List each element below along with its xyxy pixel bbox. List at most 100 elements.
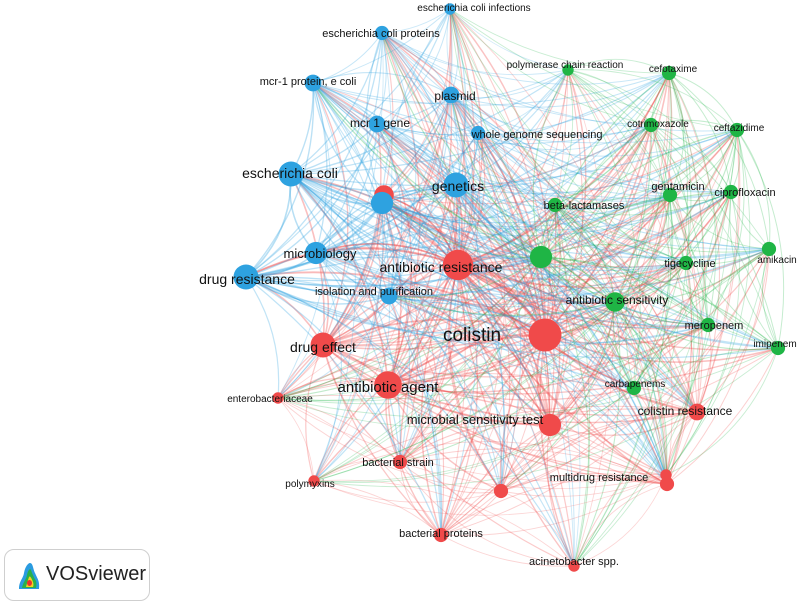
edge-acinetobacter-spp-gentamicin <box>573 194 673 567</box>
label-multidrug-resistance[interactable]: multidrug resistance <box>550 472 648 484</box>
node-cefotaxime[interactable] <box>661 65 677 81</box>
label-antibiotic-agent[interactable]: antibiotic agent <box>338 379 440 396</box>
label-cotrimoxazole[interactable]: cotrimoxazole <box>627 119 689 130</box>
edge-genetics-carbapenems <box>455 184 635 389</box>
edge-genetics-cotrimoxazole <box>455 124 652 188</box>
node-antibiotic-agent[interactable] <box>374 371 402 399</box>
edge-drug-effect-unlabeled-green-a <box>322 256 542 346</box>
label-mcr-1-protein[interactable]: mcr-1 protein, e coli <box>260 76 357 88</box>
label-antibiotic-resistance[interactable]: antibiotic resistance <box>380 259 503 275</box>
label-ciprofloxacin[interactable]: ciprofloxacin <box>714 187 775 199</box>
node-microbiology[interactable] <box>304 241 328 265</box>
label-escherichia-coli-proteins[interactable]: escherichia coli proteins <box>322 28 440 40</box>
label-colistin[interactable]: colistin <box>443 325 501 346</box>
edge-colistin-resistance-polymyxins <box>313 405 698 482</box>
label-bacterial-proteins[interactable]: bacterial proteins <box>399 528 483 540</box>
vosviewer-logo: VOSviewer <box>4 549 150 601</box>
label-polymerase-chain-reaction[interactable]: polymerase chain reaction <box>507 60 624 71</box>
node-bacterial-strain[interactable] <box>392 454 408 470</box>
label-bacterial-strain[interactable]: bacterial strain <box>362 457 434 469</box>
edge-polymyxins-escherichia-coli-infections <box>313 8 451 482</box>
node-bacterial-proteins[interactable] <box>433 527 449 543</box>
node-genetics[interactable] <box>443 172 469 198</box>
edge-colistin-resistance-unlabeled-red-b <box>383 194 698 413</box>
label-plasmid[interactable]: plasmid <box>434 89 475 103</box>
edge-escherichia-coli-proteins-unlabeled-blue-a <box>366 32 383 204</box>
edge-unlabeled-blue-a-meropenem <box>381 202 709 326</box>
node-imipenem[interactable] <box>770 340 786 356</box>
node-meropenem[interactable] <box>700 317 716 333</box>
label-polymyxins[interactable]: polymyxins <box>285 479 334 490</box>
label-cefotaxime[interactable]: cefotaxime <box>649 64 698 75</box>
label-gentamicin[interactable]: gentamicin <box>651 181 704 193</box>
node-amikacin[interactable] <box>761 241 777 257</box>
node-colistin[interactable] <box>528 318 562 352</box>
node-carbapenems[interactable] <box>626 380 642 396</box>
node-polymyxins[interactable] <box>308 475 320 487</box>
label-beta-lactamases[interactable]: beta-lactamases <box>544 200 625 212</box>
label-meropenem[interactable]: meropenem <box>685 320 744 332</box>
label-tigecycline[interactable]: tigecycline <box>664 258 715 270</box>
edge-imipenem-unlabeled-green-a <box>540 256 779 349</box>
node-tigecycline[interactable] <box>678 255 694 271</box>
node-escherichia-coli[interactable] <box>278 161 304 187</box>
edge-bacterial-proteins-escherichia-coli <box>290 173 442 536</box>
label-microbiology[interactable]: microbiology <box>284 246 357 261</box>
label-microbial-sensitivity-test[interactable]: microbial sensitivity test <box>407 412 544 427</box>
node-beta-lactamases[interactable] <box>547 197 563 213</box>
edge-amikacin-ceftazidime <box>736 129 771 250</box>
edge-bacterial-proteins-drug-resistance <box>245 276 442 536</box>
label-antibiotic-sensitivity[interactable]: antibiotic sensitivity <box>566 293 669 307</box>
label-acinetobacter-spp[interactable]: acinetobacter spp. <box>529 556 619 568</box>
label-ceftazidime[interactable]: ceftazidime <box>714 123 765 134</box>
node-ceftazidime[interactable] <box>729 122 745 138</box>
node-enterobacteriaceae[interactable] <box>272 392 284 404</box>
node-mcr-1-gene[interactable] <box>368 115 386 133</box>
edge-drug-resistance-meropenem <box>245 276 709 347</box>
label-drug-resistance[interactable]: drug resistance <box>199 271 295 287</box>
node-antibiotic-sensitivity[interactable] <box>605 292 625 312</box>
label-carbapenems[interactable]: carbapenems <box>605 379 666 390</box>
label-drug-effect[interactable]: drug effect <box>290 339 356 355</box>
node-mcr-1-protein[interactable] <box>304 74 322 92</box>
node-unlabeled-blue-a[interactable] <box>370 191 394 215</box>
node-acinetobacter-spp[interactable] <box>568 560 580 572</box>
label-mcr-1-gene[interactable]: mcr 1 gene <box>350 116 410 130</box>
node-cotrimoxazole[interactable] <box>643 117 659 133</box>
edge-whole-genome-sequencing-amikacin <box>477 132 770 250</box>
node-microbial-sensitivity-test[interactable] <box>538 413 562 437</box>
node-unlabeled-red-d[interactable] <box>660 469 672 481</box>
node-unlabeled-red-c[interactable] <box>493 483 509 499</box>
label-whole-genome-sequencing[interactable]: whole genome sequencing <box>471 129 603 141</box>
edge-antibiotic-resistance-plasmid <box>450 94 475 266</box>
node-ciprofloxacin[interactable] <box>723 184 739 200</box>
node-escherichia-coli-proteins[interactable] <box>374 25 390 41</box>
node-colistin-resistance[interactable] <box>688 403 706 421</box>
node-drug-resistance[interactable] <box>233 264 259 290</box>
node-isolation-and-purification[interactable] <box>380 287 398 305</box>
label-escherichia-coli-infections[interactable]: escherichia coli infections <box>417 3 530 14</box>
node-whole-genome-sequencing[interactable] <box>470 125 486 141</box>
node-gentamicin[interactable] <box>662 187 678 203</box>
label-enterobacteriaceae[interactable]: enterobacteriaceae <box>227 394 313 405</box>
edge-antibiotic-resistance-drug-resistance <box>245 247 459 278</box>
node-drug-effect[interactable] <box>310 332 336 358</box>
edge-antibiotic-resistance-bacterial-strain <box>399 264 459 463</box>
node-unlabeled-green-a[interactable] <box>529 245 553 269</box>
label-escherichia-coli[interactable]: escherichia coli <box>242 165 338 181</box>
node-escherichia-coli-infections[interactable] <box>444 3 456 15</box>
label-imipenem[interactable]: imipenem <box>753 339 796 350</box>
node-plasmid[interactable] <box>442 86 460 104</box>
label-colistin-resistance[interactable]: colistin resistance <box>638 404 733 418</box>
edge-microbiology-amikacin <box>315 248 770 297</box>
edge-escherichia-coli-proteins-cefotaxime <box>381 32 670 85</box>
label-genetics[interactable]: genetics <box>432 178 484 194</box>
node-multidrug-resistance[interactable] <box>659 476 675 492</box>
node-polymerase-chain-reaction[interactable] <box>562 64 574 76</box>
label-isolation-and-purification[interactable]: isolation and purification <box>315 286 433 298</box>
edge-escherichia-coli-proteins-antibiotic-sensitivity <box>381 32 616 303</box>
node-unlabeled-red-a[interactable] <box>445 252 471 278</box>
edge-mcr-1-protein-ceftazidime <box>312 82 738 144</box>
label-amikacin[interactable]: amikacin <box>757 255 796 266</box>
